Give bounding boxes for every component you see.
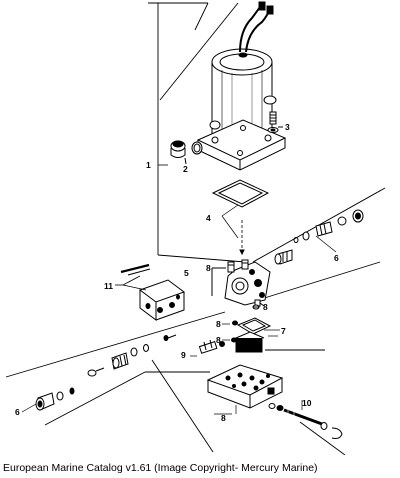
callout-8b: 8 xyxy=(263,302,268,312)
callout-4: 4 xyxy=(206,213,211,223)
spool-part-9 xyxy=(190,339,225,357)
callout-10: 10 xyxy=(302,398,312,408)
callout-9: 9 xyxy=(181,350,186,360)
callout-11: 11 xyxy=(104,281,113,291)
callout-5: 5 xyxy=(184,268,189,278)
callout-8c: 8 xyxy=(216,319,221,329)
image-caption: European Marine Catalog v1.61 (Image Cop… xyxy=(3,462,318,474)
exploded-parts-diagram: 1 2 3 4 5 6 6 7 8 8 8 8 8 9 10 11 xyxy=(5,1,386,455)
callout-7: 7 xyxy=(281,326,286,336)
callout-8d: 8 xyxy=(216,335,221,345)
gasket-part-4 xyxy=(211,179,270,256)
motor-assembly xyxy=(196,1,287,171)
callout-8e: 8 xyxy=(221,413,226,423)
bolt-part-3 xyxy=(267,111,283,133)
screws-part-8 xyxy=(213,267,260,343)
pump-body-part-5 xyxy=(211,259,271,307)
plug-part-2 xyxy=(170,140,203,165)
base-plate-part-8 xyxy=(206,364,284,414)
callout-labels: 1 2 3 4 5 6 6 7 8 8 8 8 8 9 10 11 xyxy=(15,122,339,423)
valve-block-part-11 xyxy=(115,263,186,321)
seal-kit-part-7 xyxy=(235,317,278,353)
callout-2: 2 xyxy=(183,164,188,174)
callout-8a: 8 xyxy=(206,263,211,273)
callout-1: 1 xyxy=(146,160,151,170)
fittings-part-6-lower xyxy=(35,334,177,411)
bolt-part-10 xyxy=(268,400,343,439)
callout-3: 3 xyxy=(285,122,290,132)
callout-leaders xyxy=(21,204,337,415)
callout-6a: 6 xyxy=(334,253,339,263)
fittings-part-6-upper xyxy=(274,209,364,265)
callout-6b: 6 xyxy=(15,407,20,417)
